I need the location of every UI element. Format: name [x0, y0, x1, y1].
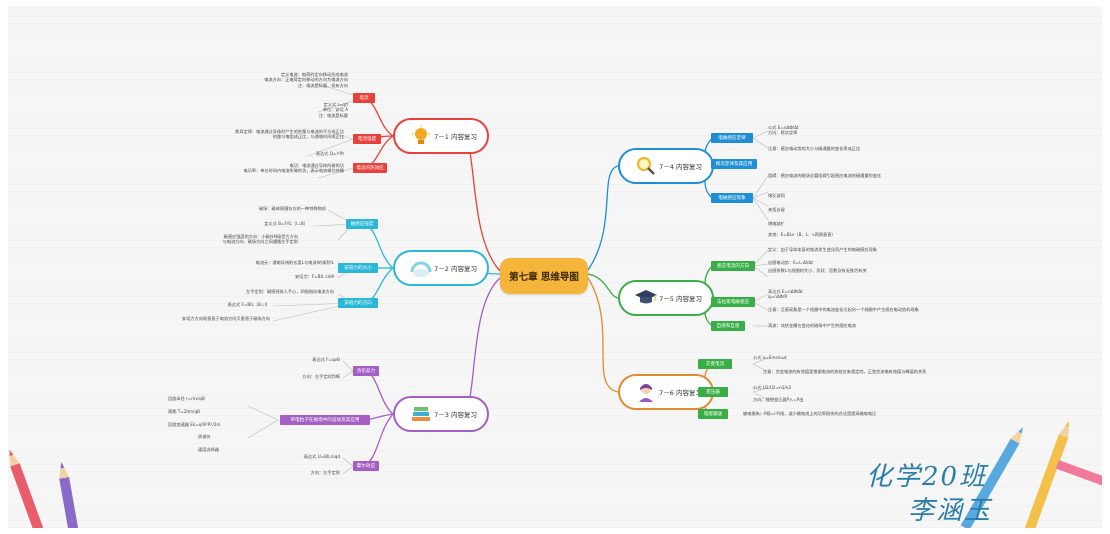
leaf-7-6-b: 注意：交变电流的有效值是根据电流的热效应来规定的，正弦交流电有效值与峰值的关系	[763, 369, 927, 374]
leaf-7-4-b: 注意：感应电动势的大小与磁通量的变化率成正比	[768, 146, 861, 151]
leaf-7-1-c: 焦耳定律：电流通过导体时产生的热量与电流的平方成正比热量与电阻成正比，与通电时间…	[235, 129, 344, 140]
leaf-7-6-d: 方向：理想变压器P入=P出	[753, 397, 804, 402]
tag-7-1-3[interactable]: 电流的热效应	[353, 163, 387, 173]
leaf-7-4-e: 其他：E=BLv（B、L、v两两垂直）	[768, 232, 836, 237]
leaf-7-3-a: 表达式 F=qvB	[312, 357, 340, 362]
leaf-7-2-e: 安培力：F=BIL sinθ	[294, 274, 334, 279]
leaf-7-2-f: 左手定则：磁感线穿入手心，四指指向电流方向	[246, 289, 334, 294]
pencils-right-decoration	[960, 421, 1102, 528]
section-7-2[interactable]: 7－2 内容复习	[393, 250, 489, 286]
books-icon	[412, 407, 430, 421]
leaf-7-5-d: 注意：互感现象是一个线圈中的电流变化引起另一个线圈中产生感应电动势的现象	[768, 307, 919, 312]
pencils-left-decoration	[9, 449, 82, 528]
section-title: 7－4 内容复习	[659, 163, 702, 171]
graduation-cap-icon	[635, 290, 657, 304]
leaf-7-4-d: 增反减同来拒去留增缩减扩	[768, 193, 785, 226]
leaf-7-1-e: 电功：电流通过导体所做的功电功率：单位时间内电流所做的功，表示电流做功快慢	[243, 163, 344, 174]
leaf-7-2-h: 安培力方向既垂直于电流方向又垂直于磁场方向	[182, 316, 270, 321]
tag-7-2-1[interactable]: 磁感应强度	[346, 219, 378, 229]
leaf-7-3-f: 方向：左手定则	[310, 470, 340, 475]
root-node[interactable]: 第七章 思维导图	[500, 258, 588, 294]
tag-7-2-3[interactable]: 安培力的方向	[338, 298, 378, 308]
section-title: 7－6 内容复习	[659, 389, 702, 397]
tag-7-5-1[interactable]: 感应电流的方向	[711, 261, 755, 271]
leaf-7-2-g: 表达式 F=BIL（B⊥I）	[227, 302, 270, 307]
leaf-7-4-c: 阻碍：感应电流的磁场总要阻碍引起感应电流的磁通量的变化	[768, 173, 882, 178]
tag-7-1-2[interactable]: 电流强度	[353, 134, 381, 144]
section-7-1[interactable]: 7－1 内容复习	[393, 118, 489, 154]
tag-7-4-3[interactable]: 电磁感应现象	[711, 193, 753, 203]
section-title: 7－5 内容复习	[659, 295, 702, 303]
section-7-4[interactable]: 7－4 内容复习	[618, 148, 714, 184]
section-title: 7－3 内容复习	[434, 411, 477, 419]
leaf-7-3-d: 质谱仪速度选择器	[198, 434, 219, 452]
tag-7-6-3[interactable]: 电能输送	[698, 409, 728, 419]
leaf-7-2-b: 定义式 B=F/IL（I⊥B）	[264, 221, 308, 226]
magnifier-icon	[637, 157, 655, 175]
rainbow-cloud-icon	[410, 261, 432, 277]
leaf-7-6-a: 公式 e=Emsinωt	[753, 355, 787, 360]
leaf-7-5-a: 定义：由于导体本身的电流发生变化而产生的电磁感应现象	[768, 247, 877, 252]
tag-7-4-1[interactable]: 电磁感应定律	[711, 133, 753, 143]
tag-7-2-2[interactable]: 安培力的大小	[338, 263, 378, 273]
student-icon	[639, 384, 653, 402]
leaf-7-6-e: 输电损失：P损=I²R线，减少输电线上的功率损失的办法是提高输电电压	[743, 411, 877, 416]
tag-7-5-2[interactable]: 法拉第电磁感应	[711, 297, 755, 307]
tag-7-1-1[interactable]: 电流	[353, 93, 375, 103]
leaf-7-2-c: 磁感应强度的方向：小磁针N极受力方向与电流方向、磁场方向之间遵循左手定则	[222, 234, 298, 245]
mind-map-canvas: 第七章 思维导图 7－1 内容复习 7－2 内容复习 7－3 内容复习 7－4 …	[8, 6, 1102, 528]
lightbulb-icon	[412, 125, 430, 144]
leaf-7-5-e: 涡流：块状金属在变化的磁场中产生的感应电流	[768, 323, 856, 328]
section-title: 7－1 内容复习	[434, 133, 477, 141]
leaf-7-2-d: 电流元：通电导线的长度L与电流I的乘积IL	[255, 260, 334, 265]
leaf-7-3-e: 表达式 U=BIL/nqd	[303, 454, 340, 459]
section-7-3[interactable]: 7－3 内容复习	[393, 396, 489, 432]
tag-7-3-1[interactable]: 洛伦兹力	[353, 366, 379, 376]
signature-class: 化学20班	[866, 462, 988, 492]
tag-7-4-2[interactable]: 楞次定律及其应用	[711, 159, 757, 169]
tag-7-3-3[interactable]: 霍尔效应	[353, 461, 379, 471]
section-title: 7－2 内容复习	[434, 265, 477, 273]
signature-name: 李涵玉	[908, 496, 993, 526]
tag-7-5-3[interactable]: 自感和互感	[711, 321, 745, 331]
leaf-7-6-c: 公式 U1/U2=n1/n2	[753, 385, 792, 390]
tag-7-6-2[interactable]: 变压器	[698, 387, 728, 397]
tag-7-6-1[interactable]: 交变电流	[698, 359, 732, 369]
leaf-7-2-a: 磁场：磁体周围存在的一种特殊物质	[258, 206, 326, 211]
leaf-7-1-a: 定义电流：电荷的定向移动形成电流电流方向：正电荷定向移动的方向为电流方向注：电流…	[264, 72, 348, 88]
leaf-7-3-b: 方向：左手定则判断	[302, 374, 340, 379]
section-7-5[interactable]: 7－5 内容复习	[618, 280, 714, 316]
tag-7-3-2[interactable]: 带电粒子在磁场中的运动及其应用	[280, 415, 370, 425]
leaf-7-1-d: 表达式 Q=I²Rt	[315, 151, 344, 156]
